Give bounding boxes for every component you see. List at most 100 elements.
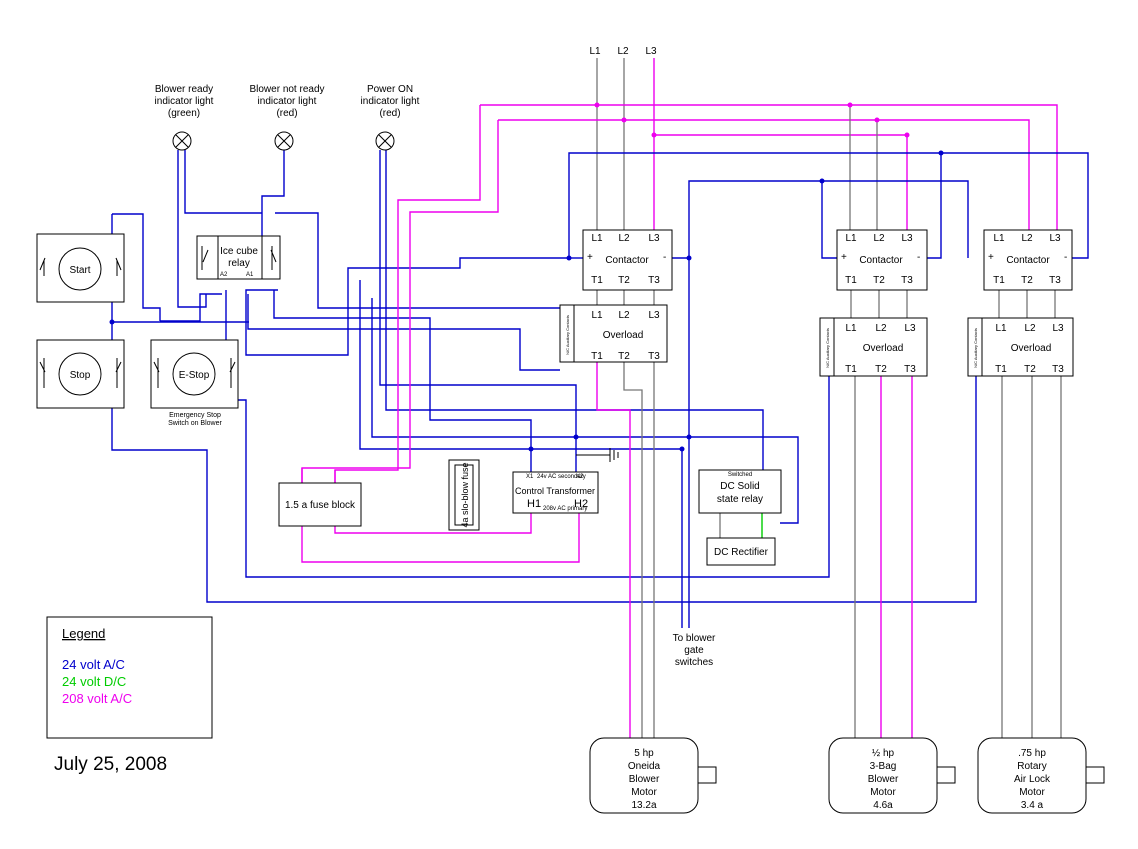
indicator-blower-not-ready-line1: Blower not ready (249, 84, 324, 95)
stop-switch: Stop (36, 339, 125, 409)
contactor-3-output-2: T2 (1021, 275, 1033, 286)
dc-solid-state-relay: Switched DC Solid state relay (698, 469, 782, 514)
contactor-2-input-3: L3 (901, 233, 913, 244)
contactor-3-input-1: L1 (993, 233, 1005, 244)
transformer-x1: X1 (526, 474, 534, 480)
indicator-power-on-line3: (red) (379, 108, 400, 119)
contactor-1-output-1: T1 (591, 275, 603, 286)
contactor-1-minus: - (663, 252, 666, 263)
supply-wires (480, 58, 1058, 230)
contactor-3-input-3: L3 (1049, 233, 1061, 244)
transformer-h1: H1 (527, 498, 541, 510)
estop-switch: E-Stop Emergency Stop Switch on Blower (150, 339, 239, 427)
fuse-block: 1.5 a fuse block (278, 482, 362, 527)
legend: Legend 24 volt A/C 24 volt D/C 208 volt … (46, 616, 213, 739)
contactor-2-plus: + (841, 252, 847, 263)
indicator-blower-ready-line2: indicator light (155, 96, 214, 107)
motor-3-line-5: 3.4 a (1021, 800, 1044, 811)
motor-3-line-1: .75 hp (1018, 748, 1046, 759)
contactor-3-output-3: T3 (1049, 275, 1061, 286)
transformer-primary: 208v AC primary (543, 506, 587, 512)
indicator-blower-not-ready-line3: (red) (276, 108, 297, 119)
overload-3-output-3: T3 (1052, 364, 1064, 375)
overload-2-label: Overload (863, 343, 904, 354)
contactor-2 (836, 229, 928, 291)
indicator-blower-not-ready: Blower not ready indicator light (red) (249, 84, 325, 151)
overload-2-output-2: T2 (875, 364, 887, 375)
contactor-3-plus: + (988, 252, 994, 263)
contactor-1-output-3: T3 (648, 275, 660, 286)
overload-1-label: Overload (603, 330, 644, 341)
overload-1-output-3: T3 (648, 351, 660, 362)
lamp-icon (375, 131, 395, 151)
contactor-1-input-2: L2 (618, 233, 630, 244)
motor-2-line-3: Blower (868, 774, 899, 785)
overload-2-side-label: N/C Auxiliary Contacts (825, 328, 830, 368)
contactor-2-output-2: T2 (873, 275, 885, 286)
overload-2-input-2: L2 (875, 323, 887, 334)
start-switch: Start (36, 233, 125, 303)
motor-1-line-3: Blower (629, 774, 660, 785)
legend-item-24vac: 24 volt A/C (62, 657, 125, 672)
contactor-3-output-1: T1 (993, 275, 1005, 286)
overload-3-input-2: L2 (1024, 323, 1036, 334)
contactor-1-input-3: L3 (648, 233, 660, 244)
overload-1-input-3: L3 (648, 310, 660, 321)
overload-3-label: Overload (1011, 343, 1052, 354)
overload-2-output-3: T3 (904, 364, 916, 375)
overload-2-input-3: L3 (904, 323, 916, 334)
transformer-secondary: 24v AC secondary (537, 474, 586, 480)
contactor-2-label: Contactor (859, 255, 903, 266)
overload-3-input-1: L1 (995, 323, 1007, 334)
motor-2-line-4: Motor (870, 787, 896, 798)
indicator-power-on-line2: indicator light (361, 96, 420, 107)
overload-2-input-1: L1 (845, 323, 857, 334)
contactor-2-input-1: L1 (845, 233, 857, 244)
control-wires-blue (109, 150, 1089, 628)
contactor-2-input-2: L2 (873, 233, 885, 244)
overload-2-output-1: T1 (845, 364, 857, 375)
overload-1-output-2: T2 (618, 351, 630, 362)
control-wires-magenta (301, 105, 1062, 738)
legend-item-24vdc: 24 volt D/C (62, 674, 126, 689)
transformer-h2: H2 (574, 498, 588, 510)
lamp-icon (274, 131, 294, 151)
supply-l3-label: L3 (645, 46, 657, 57)
diagram-date: July 25, 2008 (54, 754, 167, 775)
slo-blow-fuse: 4a slo-blow fuse (448, 459, 480, 531)
relay-pin-a2: A2 (220, 272, 228, 278)
overload-3-output-1: T1 (995, 364, 1007, 375)
contactor-2-minus: - (917, 252, 920, 263)
transformer-x2: X2 (576, 474, 584, 480)
stop-switch-label: Stop (70, 370, 91, 381)
indicator-power-on-line1: Power ON (367, 84, 413, 95)
indicator-blower-ready-line3: (green) (168, 108, 200, 119)
start-switch-label: Start (69, 265, 90, 276)
overload-1-input-2: L2 (618, 310, 630, 321)
gate-switches-note: To blower gate switches (673, 633, 716, 668)
contactor-1-plus: + (587, 252, 593, 263)
relay-pin-a1: A1 (246, 272, 254, 278)
overload-3-side-label: N/C Auxiliary Contacts (973, 328, 978, 368)
motor-3-line-4: Motor (1019, 787, 1045, 798)
estop-caption-line1: Emergency Stop (169, 412, 221, 419)
slo-blow-fuse-label: 4a slo-blow fuse (460, 462, 470, 527)
indicator-blower-ready-line1: Blower ready (155, 84, 213, 95)
motor-1-line-1: 5 hp (634, 748, 654, 759)
motor-3-line-3: Air Lock (1014, 774, 1051, 785)
legend-title: Legend (62, 626, 105, 641)
motor-2-line-2: 3-Bag (870, 761, 897, 772)
overload-3 (967, 317, 1074, 377)
contactor-3-label: Contactor (1006, 255, 1050, 266)
motor-1-line-4: Motor (631, 787, 657, 798)
dc-wires (719, 513, 763, 538)
contactor-1-output-2: T2 (618, 275, 630, 286)
dc-rectifier: DC Rectifier (706, 537, 776, 566)
dc-rectifier-label: DC Rectifier (714, 547, 769, 558)
ssr-switched: Switched (728, 472, 752, 478)
supply-l2-label: L2 (617, 46, 629, 57)
